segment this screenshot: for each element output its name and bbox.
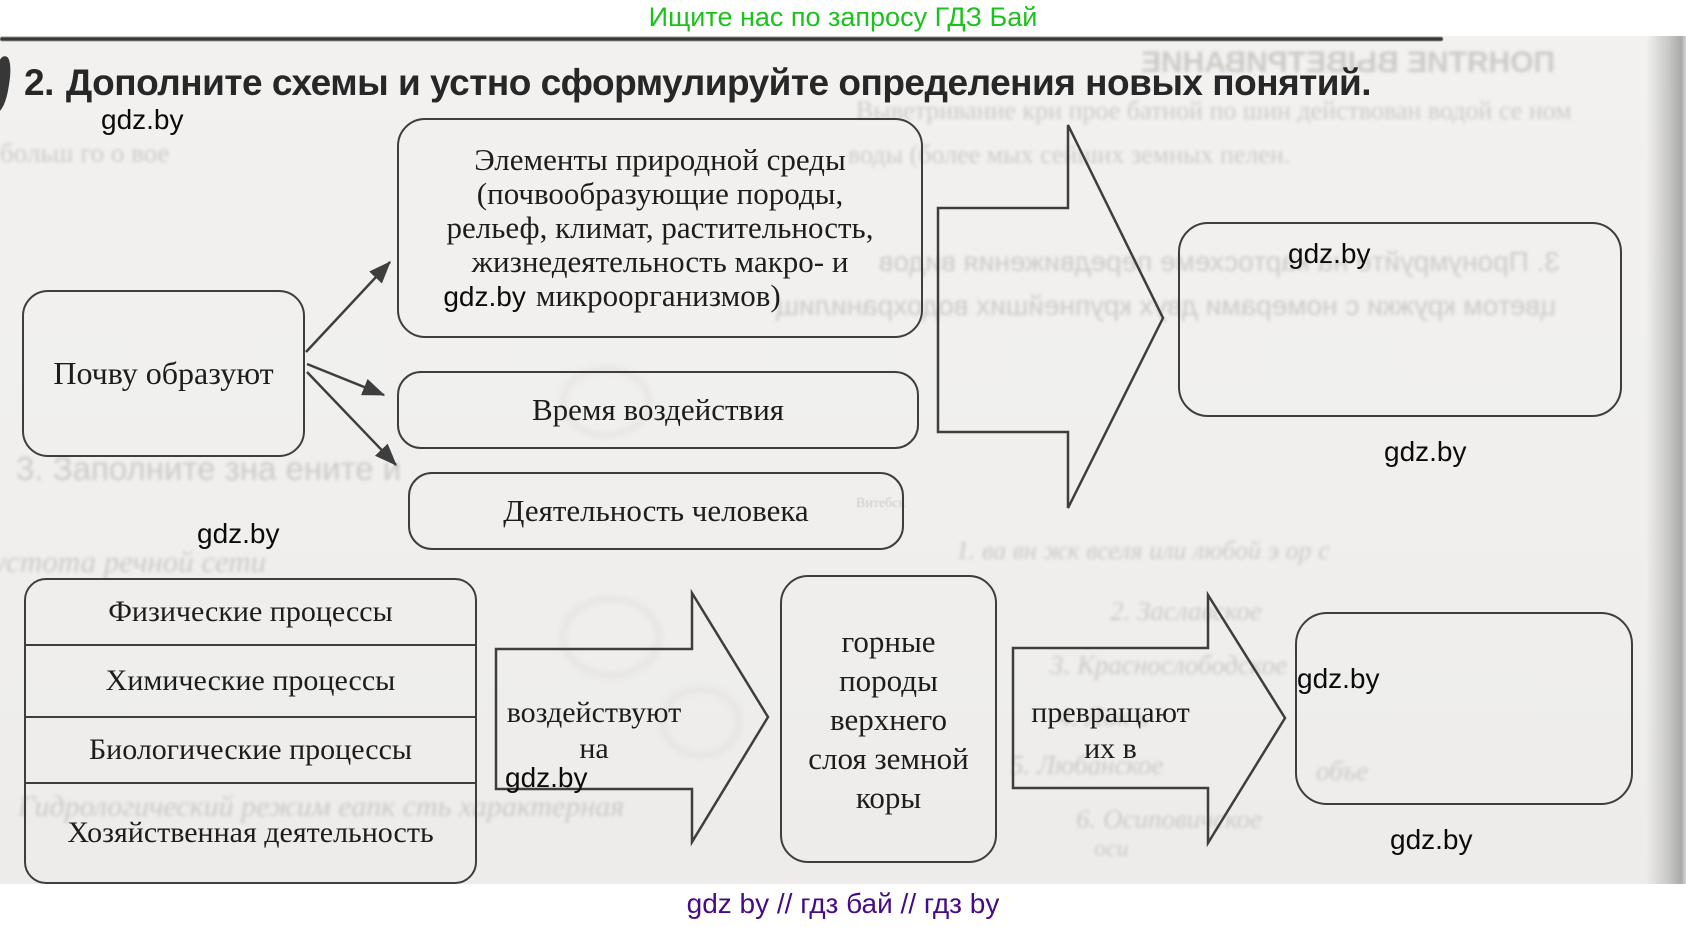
gdz-watermark: gdz.by	[1297, 663, 1380, 694]
task-title: Дополните схемы и устно сформулируйте оп…	[65, 62, 1372, 103]
bleed-map-smudge	[560, 366, 652, 438]
task-heading: 2. Дополните схемы и устно сформулируйте …	[24, 62, 1484, 104]
gdz-watermark: gdz.by	[1390, 824, 1473, 855]
arrow-label-line: воздействуют	[506, 696, 682, 729]
bleed-text: 2. Заславское	[1110, 596, 1262, 626]
process-row: Физические процессы	[26, 580, 475, 644]
box-line: жизнедеятельность макро- и	[471, 243, 849, 279]
bleed-text: Витебск	[856, 496, 906, 511]
bleed-text: больш го о вое	[0, 138, 170, 168]
bleed-text: оси	[1094, 836, 1129, 862]
promo-banner-text: Ищите нас по запросу ГДЗ Бай	[648, 2, 1038, 32]
promo-banner: Ищите нас по запросу ГДЗ Бай	[0, 0, 1686, 36]
box-time-factor: Время воздействия	[397, 371, 919, 449]
scan-edge-line	[0, 37, 1443, 41]
box-process-table: Физические процессы Химические процессы …	[24, 578, 477, 884]
gdz-watermark: gdz.by	[1384, 436, 1467, 467]
gdz-watermark: gdz.by	[101, 104, 184, 135]
box-line: микроорганизмов)	[535, 277, 781, 313]
arrow-to-time	[306, 362, 386, 397]
bleed-text: 1. ва вн жк вселя или любой э ор с	[956, 536, 1330, 565]
process-row-label: Физические процессы	[108, 595, 393, 628]
bleed-map-smudge	[560, 596, 662, 678]
bleed-text: 6. Осиповичское	[1076, 804, 1263, 834]
gdz-watermark: gdz.by	[505, 762, 588, 793]
bleed-text: Густота речной сети	[0, 544, 267, 579]
box-human-label: Деятельность человека	[503, 492, 809, 528]
paper-background: ПОНЯТИЕ ВЫВЕТРИВАНИЕ больш го о вое Выве…	[0, 36, 1686, 884]
gdz-watermark: gdz.by	[443, 280, 526, 312]
box-human-activity: Деятельность человека	[408, 472, 904, 550]
footer-text: gdz by // гдз бай // гдз by	[686, 888, 1000, 919]
box-line: (почвообразующие породы,	[476, 175, 844, 211]
arrow-to-elements	[305, 261, 391, 353]
box-line: Элементы природной среды	[474, 141, 846, 177]
arrow-label-line: превращают	[1031, 696, 1190, 729]
scan-page-edge	[1646, 36, 1686, 884]
box-answer-empty-2	[1295, 612, 1633, 805]
box-line: горные	[841, 623, 936, 659]
box-time-label: Время воздействия	[531, 391, 785, 427]
box-soil-source-label: Почву образуют	[53, 354, 274, 391]
box-rocks: горные породы верхнего слоя земной коры	[780, 575, 997, 863]
box-line: породы	[839, 662, 938, 698]
process-row: Химические процессы	[26, 644, 475, 716]
process-row: Хозяйственная деятельность	[26, 782, 475, 882]
process-row-label: Химические процессы	[105, 664, 396, 697]
process-row-label: Биологические процессы	[88, 733, 413, 766]
task-number: 2.	[24, 62, 54, 103]
box-answer-empty-1	[1178, 222, 1622, 417]
arrow-label-transform: превращают их в	[1013, 676, 1208, 786]
process-row: Биологические процессы	[26, 716, 475, 782]
box-line: слоя земной	[808, 740, 969, 776]
box-environment-elements: Элементы природной среды (почвообразующи…	[397, 118, 923, 338]
process-row-label: Хозяйственная деятельность	[67, 816, 434, 849]
arrow-label-line: их в	[1084, 732, 1137, 765]
scan-edge-mark	[0, 55, 14, 113]
box-line: коры	[855, 779, 922, 815]
gdz-watermark: gdz.by	[197, 518, 280, 549]
box-line: верхнего	[829, 701, 947, 737]
gdz-watermark: gdz.by	[1288, 238, 1371, 269]
box-soil-source: Почву образуют	[22, 290, 305, 457]
bleed-text: Выветривание кри прое батной по шин дейс…	[856, 96, 1572, 125]
box-line: рельеф, климат, растительность,	[446, 209, 874, 245]
footer: gdz by // гдз бай // гдз by	[0, 888, 1686, 920]
